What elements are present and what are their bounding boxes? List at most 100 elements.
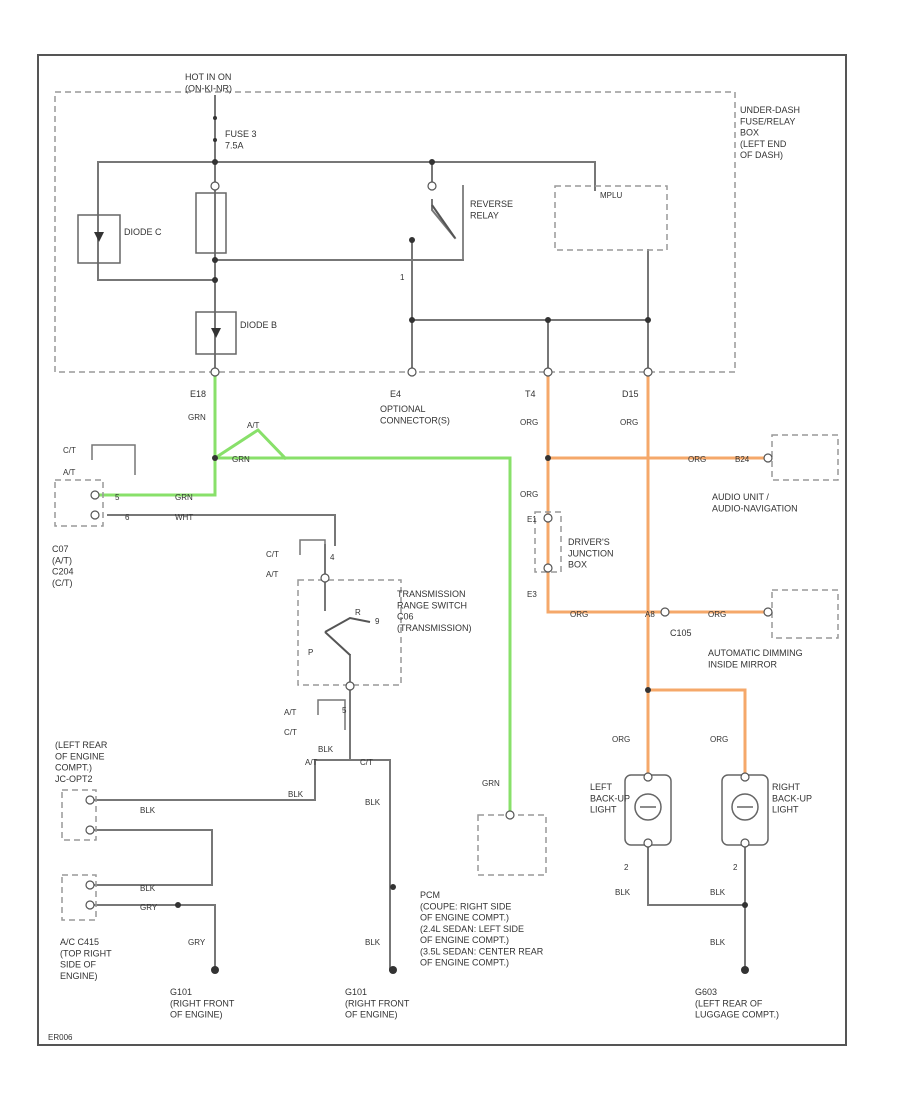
conn-d15-label: D15 <box>622 389 639 399</box>
wire-blk-2: BLK <box>288 790 304 799</box>
wire-blk-1: BLK <box>318 745 334 754</box>
wire-blk-9: BLK <box>710 938 726 947</box>
label-line: AUDIO UNIT / <box>712 492 769 502</box>
ct-label-4: C/T <box>360 758 373 767</box>
diode-b-label: DIODE B <box>240 320 277 330</box>
label-line: LIGHT <box>772 805 799 815</box>
wire-blk-8: BLK <box>710 888 726 897</box>
green-wire <box>93 370 512 812</box>
label-line: RANGE SWITCH <box>397 600 467 610</box>
diode-b <box>195 311 237 355</box>
ct-label-1: C/T <box>63 446 76 455</box>
label-line: TRANSMISSION <box>397 589 466 599</box>
label-line: OF ENGINE) <box>170 1010 223 1020</box>
diagram-code: ER006 <box>48 1033 73 1042</box>
label-line: RIGHT <box>772 782 801 792</box>
label-line: (ON-KI-NR) <box>185 83 232 93</box>
wire-blk-6: BLK <box>365 938 381 947</box>
g101-left-label: G101(RIGHT FRONT OF ENGINE) <box>170 987 235 1020</box>
ct-at-switch-top <box>91 444 136 475</box>
pin-label-6a: 6 <box>125 513 130 522</box>
label-line: (LEFT END <box>740 139 787 149</box>
label-line: ENGINE) <box>60 971 98 981</box>
wire-blk-7: BLK <box>615 888 631 897</box>
wire-org-5: ORG <box>570 610 588 619</box>
wire-grn-2: GRN <box>232 455 250 464</box>
orange-wires <box>546 370 770 777</box>
right-backup-light <box>721 774 769 846</box>
audio-unit-box <box>771 434 839 481</box>
wire-gry: GRY <box>140 903 158 912</box>
label-line: (2.4L SEDAN: LEFT SIDE <box>420 924 524 934</box>
ct-at-switch-low <box>317 699 346 730</box>
label-line: JC-OPT2 <box>55 774 93 784</box>
mplu-box <box>554 185 668 251</box>
pin-label-5b: 5 <box>342 706 347 715</box>
pin-label-5a: 5 <box>115 493 120 502</box>
at-label-3: A/T <box>266 570 279 579</box>
label-line: CONNECTOR(S) <box>380 415 450 425</box>
fuse-box-outline <box>54 91 736 373</box>
c07-label: C07(A/T)C204(C/T) <box>52 544 74 588</box>
label-line: (3.5L SEDAN: CENTER REAR <box>420 946 544 956</box>
label-line: OF DASH) <box>740 150 783 160</box>
label-line: (LEFT REAR <box>55 740 108 750</box>
label-line: BACK-UP <box>590 793 630 803</box>
label-line: BOX <box>740 128 759 138</box>
label-line: LIGHT <box>590 805 617 815</box>
label-line: FUSE/RELAY <box>740 116 795 126</box>
conn-e4-label: E4 <box>390 389 401 399</box>
label-line: AUTOMATIC DIMMING <box>708 648 803 658</box>
label-line: OF ENGINE COMPT.) <box>420 913 509 923</box>
wire-grn-1: GRN <box>188 413 206 422</box>
label-line: (TOP RIGHT <box>60 948 112 958</box>
label-line: BACK-UP <box>772 793 812 803</box>
pin-2-left: 2 <box>624 863 629 872</box>
label-line: C204 <box>52 567 74 577</box>
wire-wht: WHT <box>175 513 193 522</box>
wire-org-4: ORG <box>520 490 538 499</box>
ct-label-2: C/T <box>266 550 279 559</box>
label-line: C06 <box>397 612 414 622</box>
wire-org-8: ORG <box>710 735 728 744</box>
left-backup-light <box>624 774 672 846</box>
label-line: OF ENGINE) <box>345 1010 398 1020</box>
connector-pins <box>85 181 773 910</box>
c105-label: C105 <box>670 628 692 638</box>
pin-2-right: 2 <box>733 863 738 872</box>
pin-b24: B24 <box>735 455 750 464</box>
pin-e1: E1 <box>527 515 537 524</box>
wire-org-7: ORG <box>612 735 630 744</box>
label-line: (C/T) <box>52 578 73 588</box>
auto-mirror-box <box>771 589 839 639</box>
label-line: G101 <box>170 987 192 997</box>
gray-wires <box>89 95 746 971</box>
label-line: (COUPE: RIGHT SIDE <box>420 901 511 911</box>
pin-e3: E3 <box>527 590 537 599</box>
conn-e18-label: E18 <box>190 389 206 399</box>
trans-switch-box <box>297 579 402 686</box>
pin-1: 1 <box>400 273 405 282</box>
wire-org-1: ORG <box>520 418 538 427</box>
label-line: UNDER-DASH <box>740 105 800 115</box>
audio-unit-label: AUDIO UNIT /AUDIO-NAVIGATION <box>712 492 798 513</box>
label-line: (RIGHT FRONT <box>170 998 235 1008</box>
wire-org-3: ORG <box>688 455 706 464</box>
wire-grn-3: GRN <box>175 493 193 502</box>
splice-dots <box>175 116 748 908</box>
pin-label-p: P <box>308 648 313 657</box>
wire-gry-2: GRY <box>188 938 206 947</box>
drivers-jb-box <box>534 511 562 573</box>
label-line: C07 <box>52 544 69 554</box>
wire-blk-3: BLK <box>140 806 156 815</box>
pin-a8: A8 <box>645 610 655 619</box>
label-line: LUGGAGE COMPT.) <box>695 1010 779 1020</box>
diode-c-symbol <box>94 232 104 242</box>
